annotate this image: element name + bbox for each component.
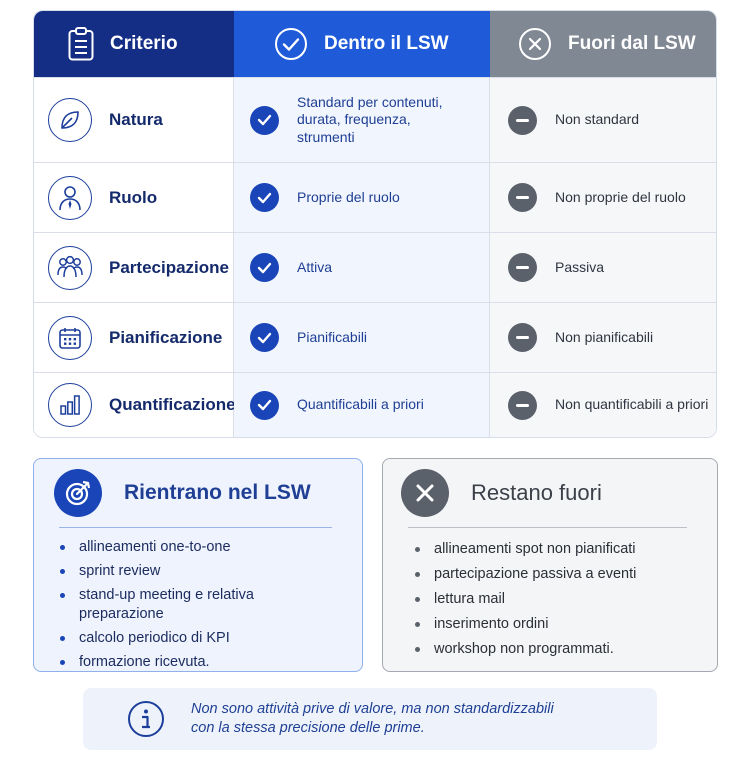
outside-panel-header: Restano fuori [383,459,717,527]
list-item: formazione ricevuta. [58,653,362,672]
list-item: inserimento ordini [413,615,717,634]
check-circle-icon [274,27,308,61]
header-fuori: Fuori dal LSW [490,11,716,77]
check-icon [250,390,279,420]
check-icon [250,105,279,135]
check-icon [250,323,279,352]
table-row: Partecipazione Attiva Passiva [34,232,716,302]
header-fuori-label: Fuori dal LSW [568,33,696,54]
outside-text: Passiva [555,258,605,275]
inside-list: allineamenti one-to-one sprint review st… [34,528,362,672]
criterion-name: Natura [109,110,163,129]
minus-icon [508,390,537,420]
inside-panel-title: Rientrano nel LSW [124,481,311,504]
bar-chart-icon [48,383,92,427]
criterion-name: Partecipazione [109,257,229,277]
list-item: allineamenti one-to-one [58,538,362,557]
header-criterio: Criterio [34,11,234,77]
table-row: Ruolo Proprie del ruolo Non proprie del … [34,162,716,232]
outside-text: Non proprie del ruolo [555,188,686,205]
minus-icon [508,105,537,135]
person-icon [48,175,92,220]
inside-cell: Attiva [234,233,490,302]
note-line-2: con la stessa precisione delle prime. [191,720,425,736]
table-row: Natura Standard per contenuti, durata, f… [34,77,716,162]
table-header: Criterio Dentro il LSW Fuori dal LSW [34,11,716,77]
inside-cell: Pianificabili [234,303,490,372]
check-icon [250,183,279,212]
inside-cell: Proprie del ruolo [234,163,490,232]
outside-panel: Restano fuori allineamenti spot non pian… [382,458,718,672]
criterion-cell: Quantificazione [34,373,236,437]
divider [408,527,687,528]
table-row: Quantificazione Quantificabili a priori … [34,372,716,437]
info-note: Non sono attività prive di valore, ma no… [83,688,657,750]
clipboard-icon [68,27,94,61]
outside-cell: Non proprie del ruolo [490,163,716,232]
inside-text: Standard per contenuti, durata, frequenz… [297,93,443,145]
list-item: stand-up meeting e relativa preparazione [58,586,288,624]
outside-list: allineamenti spot non pianificati partec… [383,528,717,659]
outside-cell: Non quantificabili a priori [490,373,716,437]
list-item: partecipazione passiva a eventi [413,565,717,584]
inside-cell: Standard per contenuti, durata, frequenz… [234,78,490,162]
outside-cell: Non pianificabili [490,303,716,372]
note-line-1: Non sono attività prive di valore, ma no… [191,701,554,717]
group-icon [48,245,92,290]
minus-icon [508,253,537,282]
outside-text: Non standard [555,111,640,128]
info-icon [128,701,164,737]
criterion-cell: Pianificazione [34,303,234,372]
x-icon [401,469,449,517]
check-icon [250,253,279,282]
inside-cell: Quantificabili a priori [234,373,490,437]
leaf-icon [48,98,92,142]
divider [59,527,332,528]
list-item: lettura mail [413,590,717,609]
minus-icon [508,323,537,352]
inside-panel-header: Rientrano nel LSW [34,459,362,527]
list-item: sprint review [58,562,362,581]
x-circle-icon [518,27,552,61]
criterion-name: Quantificazione [109,395,236,414]
criterion-name: Ruolo [109,187,158,207]
list-item: allineamenti spot non pianificati [413,540,717,559]
header-dentro-label: Dentro il LSW [324,33,449,54]
inside-panel: Rientrano nel LSW allineamenti one-to-on… [33,458,363,672]
criterion-cell: Natura [34,78,234,162]
inside-text: Attiva [297,258,333,275]
header-dentro: Dentro il LSW [234,11,490,77]
outside-text: Non quantificabili a priori [555,396,709,413]
target-icon [54,469,102,517]
list-item: calcolo periodico di KPI [58,629,362,648]
outside-cell: Non standard [490,78,716,162]
header-criterio-label: Criterio [110,33,178,54]
minus-icon [508,183,537,212]
inside-text: Proprie del ruolo [297,188,400,205]
list-item: workshop non programmati. [413,640,717,659]
criterion-name: Pianificazione [109,327,223,347]
inside-text: Quantificabili a priori [297,396,424,413]
calendar-icon [48,315,92,360]
outside-cell: Passiva [490,233,716,302]
criterion-cell: Ruolo [34,163,234,232]
outside-text: Non pianificabili [555,328,654,345]
inside-text: Pianificabili [297,328,368,345]
comparison-table: Criterio Dentro il LSW Fuori dal LSW [33,10,717,438]
note-text: Non sono attività prive di valore, ma no… [191,700,554,738]
table-row: Pianificazione Pianificabili Non pianifi… [34,302,716,372]
criterion-cell: Partecipazione [34,233,234,302]
outside-panel-title: Restano fuori [471,480,602,505]
